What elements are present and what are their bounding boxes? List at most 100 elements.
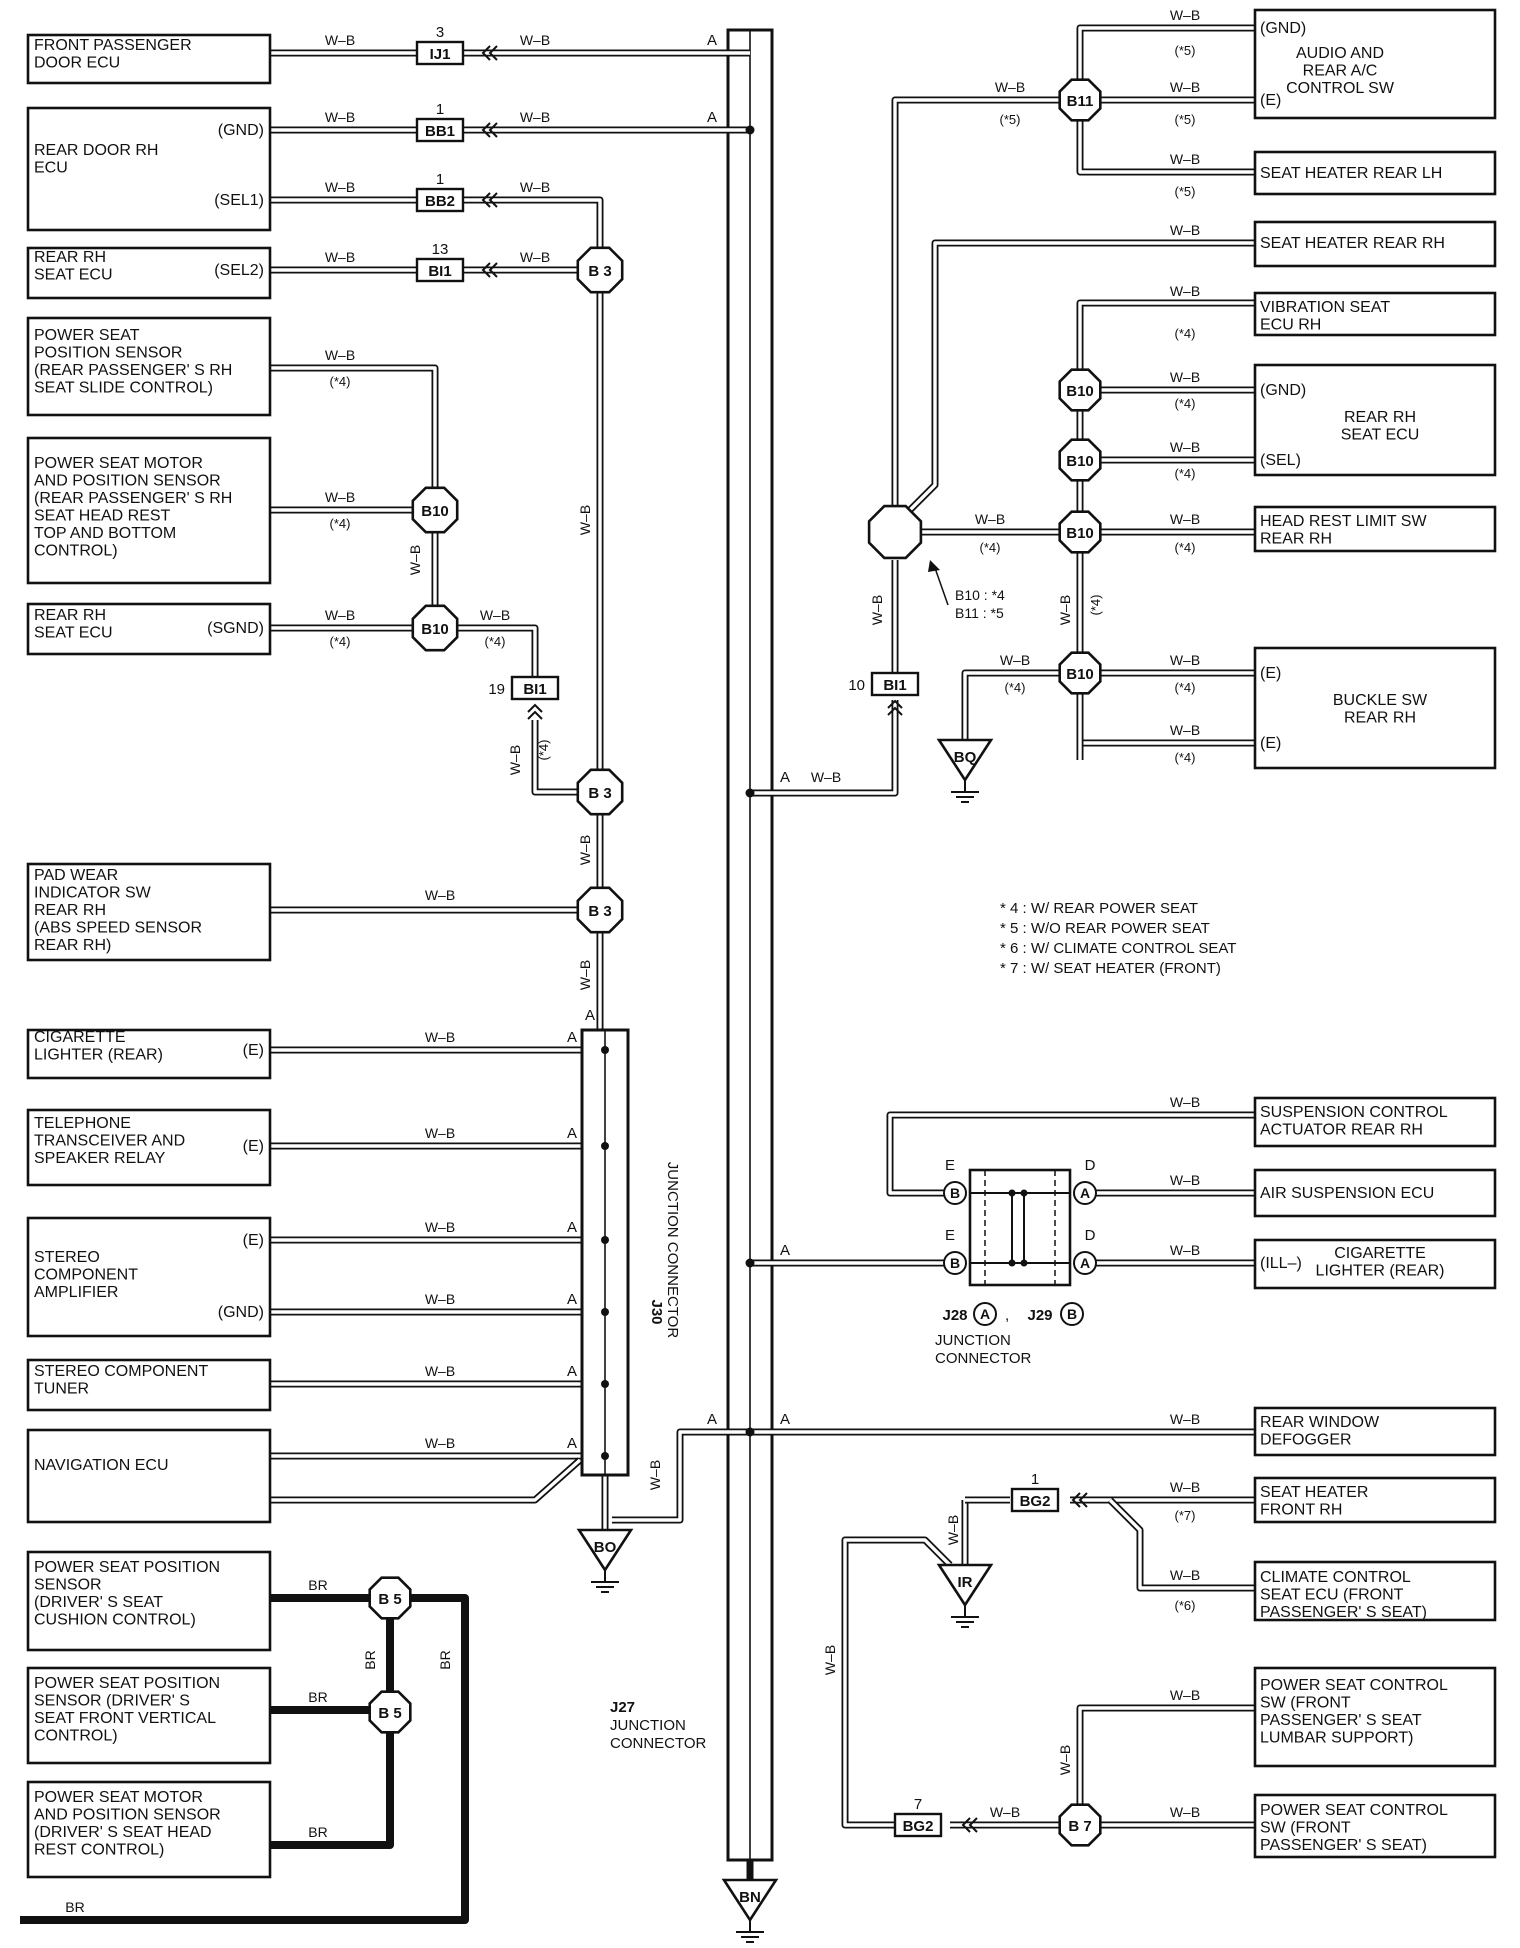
splice-unnamed-b10-b11 [867, 504, 923, 560]
splice-b11: B11 [1058, 78, 1102, 122]
j28-pin-d-top: A [1073, 1181, 1097, 1205]
front-passenger-door-ecu-label: FRONT PASSENGER [34, 37, 192, 54]
connector-label: BI1 [428, 263, 451, 280]
pin-letter: B [950, 1185, 960, 1201]
wire-color-label: W–B [507, 745, 523, 775]
splice-b3-mid: B 3 [576, 768, 624, 816]
splice-b10-left-upper: B10 [411, 486, 459, 534]
wire-color-label: W–B [325, 347, 355, 363]
j28-caption-pin: A [973, 1302, 997, 1326]
rear-rh-seat-ecu-label: SEAT ECU [1341, 427, 1420, 444]
connector-label: BG2 [903, 1818, 934, 1835]
wire-color-label: BR [308, 1577, 327, 1593]
wire-color-label: W–B [520, 249, 550, 265]
pin-letter: D [1085, 1227, 1096, 1244]
pin-label: (E) [243, 1232, 264, 1249]
connector-label: BI1 [883, 677, 906, 694]
connector-pin: 3 [436, 24, 444, 41]
wire-color-label: W–B [480, 607, 510, 623]
power-seat-position-sensor-rear-label: (REAR PASSENGER' S RH [34, 362, 232, 379]
buckle-sw-rear-rh-label: BUCKLE SW [1333, 692, 1428, 709]
cigarette-lighter-rear-left-label: CIGARETTE [34, 1029, 126, 1046]
power-seat-motor-rear-label: POWER SEAT MOTOR [34, 455, 203, 472]
wire-color-label: BR [362, 1650, 378, 1669]
wire-color-label: W–B [425, 1029, 455, 1045]
splice-b7: B 7 [1058, 1803, 1102, 1847]
splice-label: B 5 [378, 1705, 401, 1722]
junction-label: JUNCTION [935, 1332, 1011, 1349]
splice-b5-lower: B 5 [368, 1690, 412, 1734]
wire-color-label: BR [65, 1899, 84, 1915]
pin-letter: E [945, 1227, 955, 1244]
wire-color-label: W–B [425, 1363, 455, 1379]
power-seat-position-sensor-front-vertical-label: POWER SEAT POSITION [34, 1675, 220, 1692]
footnote-label: (*4) [330, 634, 351, 649]
footnote-label: (*4) [1175, 680, 1196, 695]
telephone-transceiver-label: SPEAKER RELAY [34, 1150, 166, 1167]
stereo-component-amplifier-label: AMPLIFIER [34, 1284, 118, 1301]
wire-color-label: W–B [520, 179, 550, 195]
footnote-label: (*4) [485, 634, 506, 649]
junction-label: , [1005, 1307, 1009, 1324]
pin-label: (E) [1260, 735, 1281, 752]
pad-wear-indicator-sw-label: REAR RH) [34, 937, 111, 954]
cigarette-lighter-rear-right-label: LIGHTER (REAR) [1316, 1263, 1445, 1280]
connector-pin: 13 [432, 241, 449, 258]
stereo-component-amplifier-label: STEREO [34, 1249, 100, 1266]
wire-color-label: W–B [520, 109, 550, 125]
power-seat-control-sw-front-label: PASSENGER' S SEAT) [1260, 1837, 1427, 1854]
power-seat-motor-rear-label: SEAT HEAD REST [34, 508, 171, 525]
pin-label: (SGND) [207, 620, 264, 637]
wire-color-label: W–B [1170, 511, 1200, 527]
ground-bo: BO [576, 1528, 634, 1593]
wire-color-label: W–B [325, 32, 355, 48]
pin-letter: A [780, 1411, 790, 1428]
seat-heater-front-rh-label: FRONT RH [1260, 1502, 1342, 1519]
ground-bn: BN [721, 1878, 779, 1943]
wire-color-label: W–B [1170, 439, 1200, 455]
footnote-label: (*6) [1175, 1598, 1196, 1613]
wire-color-label: W–B [1057, 595, 1073, 625]
pin-letter: A [567, 1363, 577, 1380]
wire-color-label: W–B [577, 505, 593, 535]
j28-pin-d-bottom: A [1073, 1251, 1097, 1275]
footnote-label: (*5) [1175, 43, 1196, 58]
power-seat-control-sw-lumbar-label: SW (FRONT [1260, 1695, 1351, 1712]
wire-color-label: W–B [577, 835, 593, 865]
wire-color-label: BR [437, 1650, 453, 1669]
wire-color-label: W–B [811, 769, 841, 785]
footnote-label: (*4) [980, 540, 1001, 555]
pin-label: (GND) [218, 122, 264, 139]
seat-heater-rear-rh-box: SEAT HEATER REAR RH [1253, 220, 1497, 268]
splice-label: B10 [421, 503, 449, 520]
splice-b10-right-3: B10 [1058, 510, 1102, 554]
footnote-label: (*5) [1175, 184, 1196, 199]
splice-b10-left-lower: B10 [411, 604, 459, 652]
pin-label: (E) [243, 1042, 264, 1059]
footnote-label: (*4) [1088, 595, 1103, 616]
pin-letter: A [1080, 1185, 1090, 1201]
splice-b3-top: B 3 [576, 246, 624, 294]
pin-letter: A [567, 1219, 577, 1236]
junction-label: J29 [1027, 1307, 1052, 1324]
cigarette-lighter-rear-left-label: LIGHTER (REAR) [34, 1047, 163, 1064]
footnote-label: (*4) [1175, 396, 1196, 411]
footnote-label: (*4) [330, 516, 351, 531]
climate-control-seat-ecu-label: SEAT ECU (FRONT [1260, 1587, 1404, 1604]
ground-label: BN [739, 1889, 761, 1906]
power-seat-position-sensor-front-vertical-label: SEAT FRONT VERTICAL [34, 1710, 216, 1727]
cigarette-lighter-rear-right-label: CIGARETTE [1334, 1245, 1426, 1262]
power-seat-position-sensor-cushion-label: CUSHION CONTROL) [34, 1612, 196, 1629]
wire-color-label: W–B [425, 1291, 455, 1307]
